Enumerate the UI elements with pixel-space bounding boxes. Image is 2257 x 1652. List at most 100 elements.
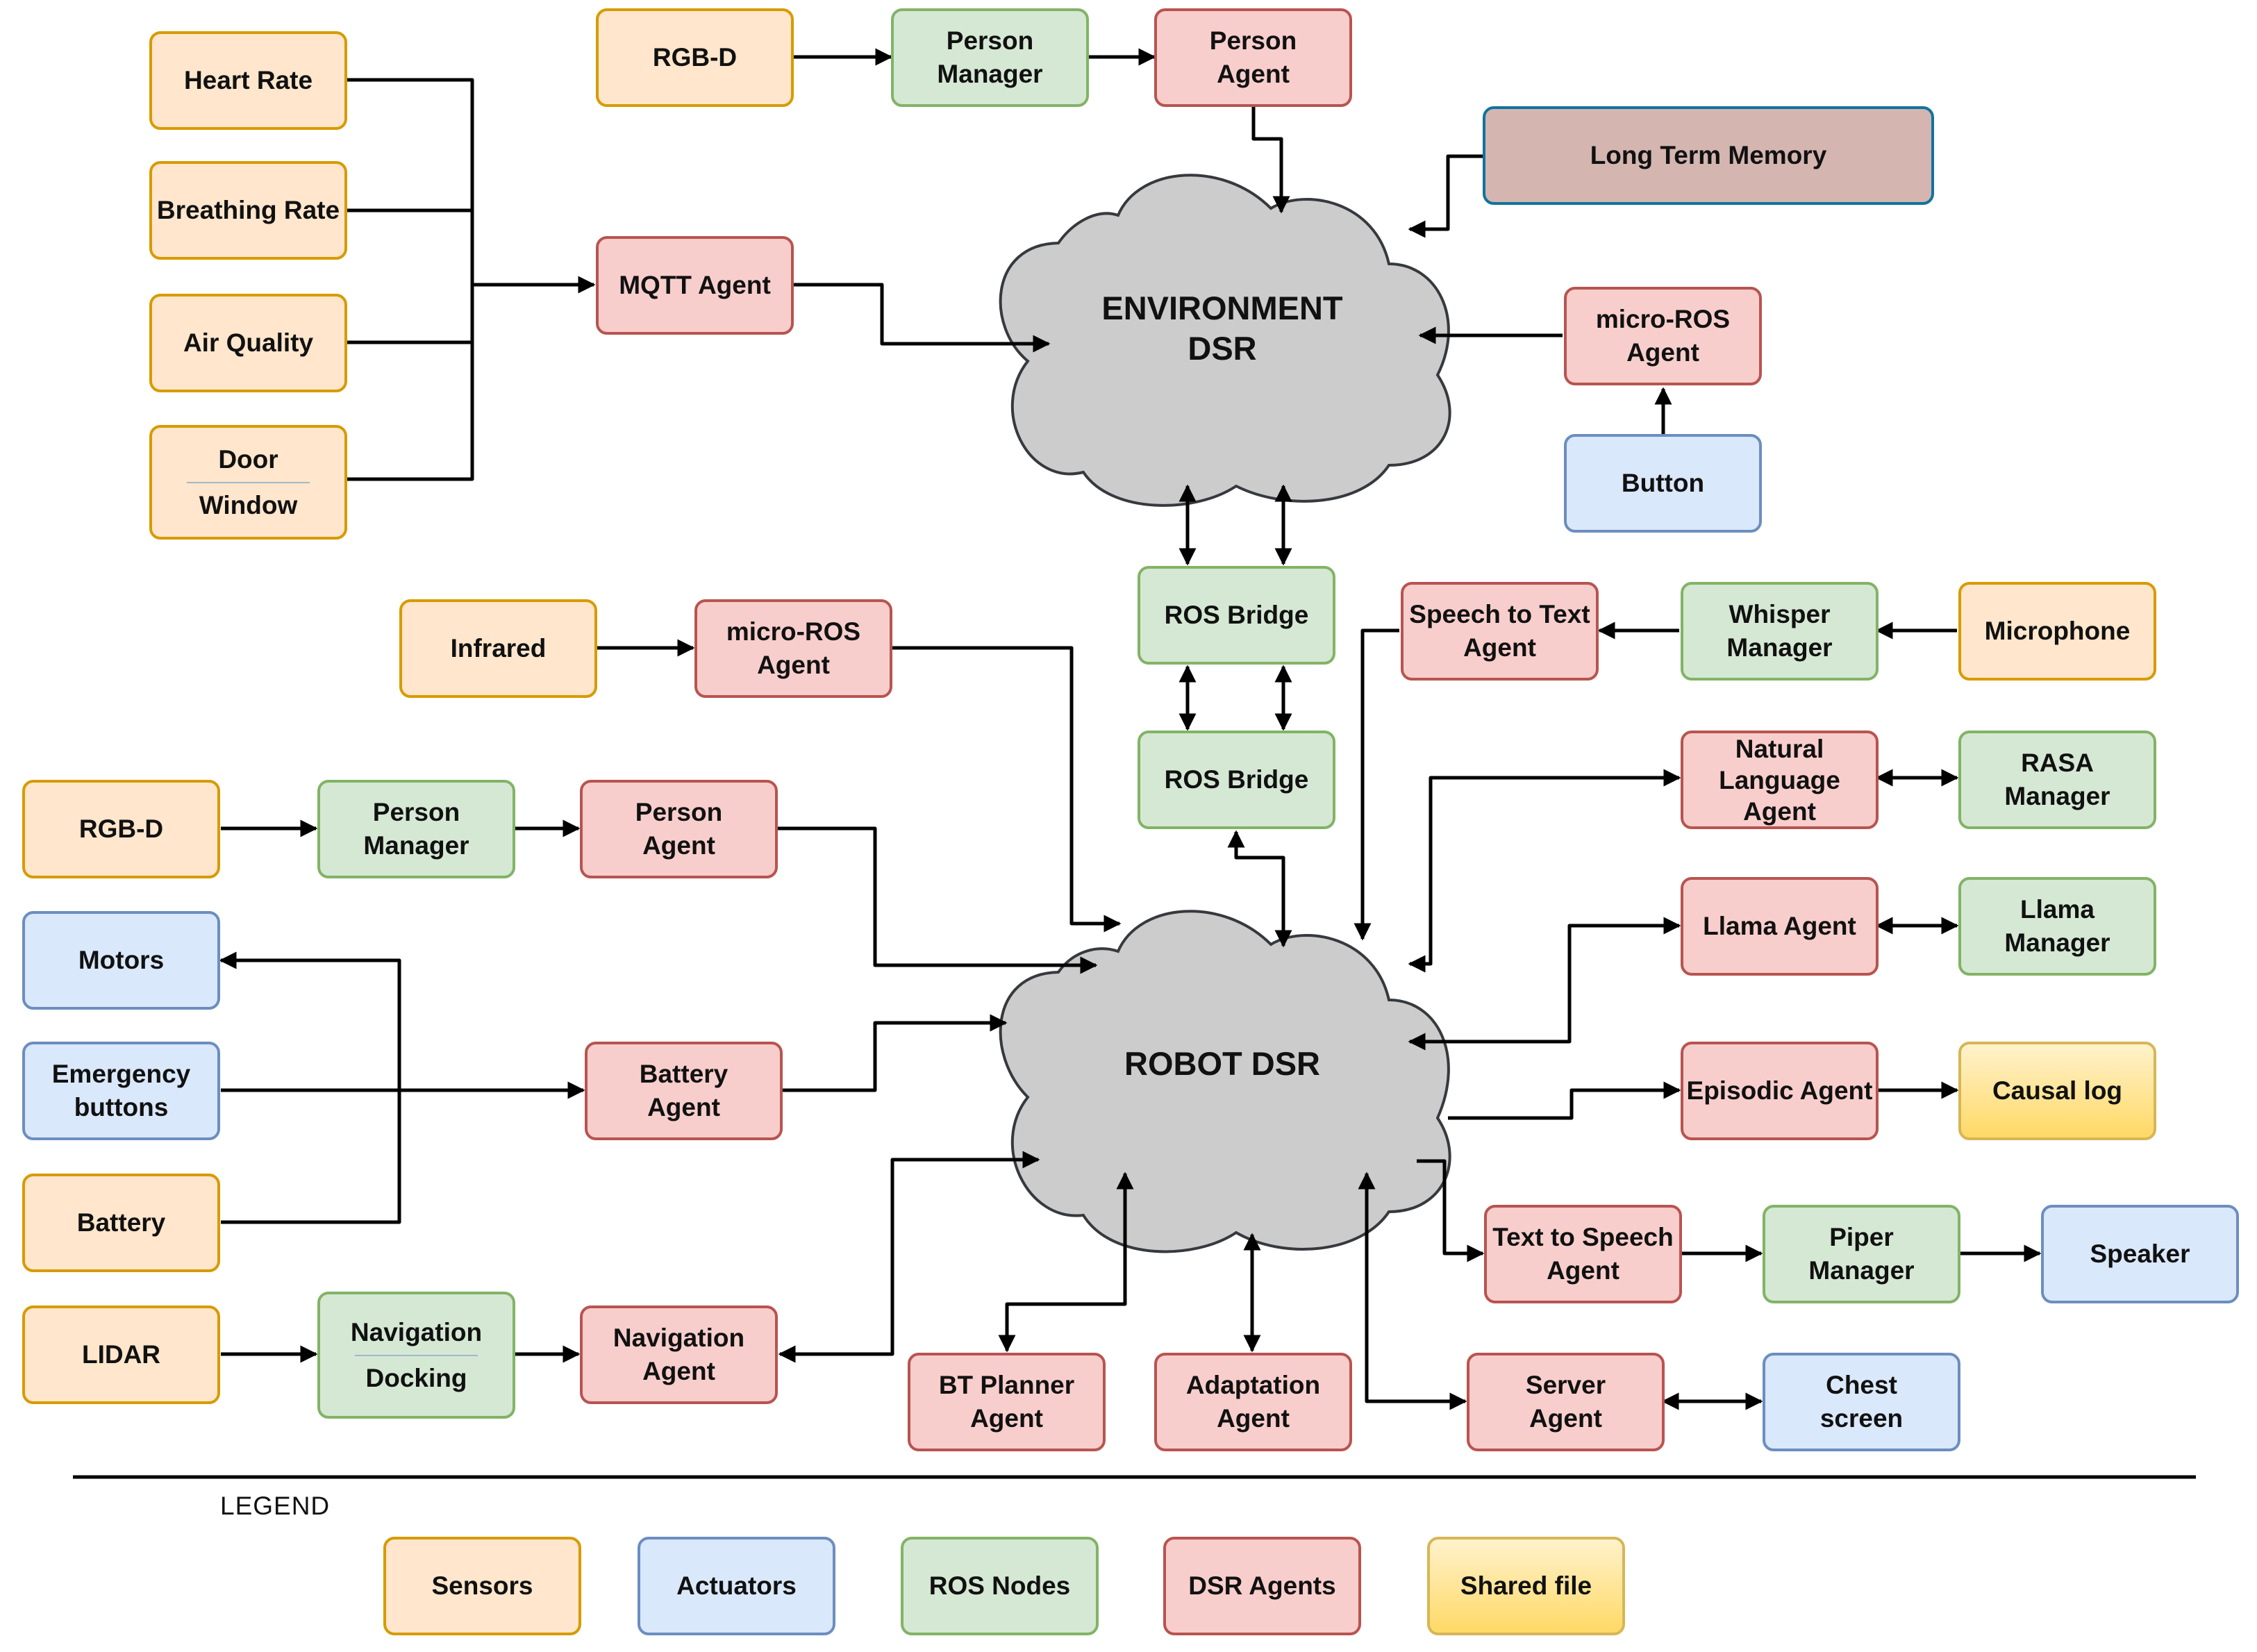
microphone-label: Microphone [1984, 617, 2131, 645]
air-quality-sensor[interactable]: Air Quality [149, 294, 347, 392]
arrow-battery-agent-motors [219, 951, 401, 1090]
arrow-battery-agent-robot [783, 1014, 1008, 1092]
emergency-buttons-actuator[interactable]: Emergency buttons [22, 1042, 220, 1140]
emergency-buttons-line2: buttons [74, 1093, 169, 1121]
robot-person-manager[interactable]: Person Manager [317, 780, 515, 878]
env-person-manager-line2: Manager [937, 60, 1043, 88]
server-agent[interactable]: Server Agent [1467, 1353, 1665, 1451]
docking-label: Docking [365, 1363, 467, 1392]
env-person-agent-line2: Agent [1217, 60, 1290, 88]
piper-manager[interactable]: Piper Manager [1763, 1205, 1960, 1303]
legend-dsr-agents-label: DSR Agents [1188, 1571, 1336, 1600]
door-window-sensor[interactable]: Door Window [149, 425, 347, 540]
navigation-docking-node[interactable]: Navigation Docking [317, 1292, 515, 1419]
arrow-bt-robot [998, 1171, 1134, 1353]
adaptation-agent[interactable]: Adaptation Agent [1154, 1353, 1352, 1451]
arrow-door-mqtt [347, 285, 474, 481]
legend-ros-nodes-label: ROS Nodes [928, 1571, 1071, 1600]
arrows [219, 48, 2042, 1410]
robot-microros-agent[interactable]: micro-ROS Agent [694, 599, 892, 698]
long-term-memory-label: Long Term Memory [1590, 141, 1827, 169]
llama-manager-line1: Llama [2020, 895, 2094, 924]
env-person-agent[interactable]: Person Agent [1154, 8, 1352, 107]
mqtt-agent[interactable]: MQTT Agent [596, 236, 794, 335]
breathing-rate-label: Breathing Rate [156, 196, 340, 224]
nl-agent-line2: Language [1719, 765, 1840, 794]
speech-to-text-agent-line2: Agent [1463, 633, 1536, 662]
text-to-speech-agent[interactable]: Text to Speech Agent [1484, 1205, 1682, 1303]
robot-person-agent-line1: Person [635, 798, 723, 826]
llama-manager-line2: Manager [2004, 928, 2110, 957]
legend-title: LEGEND [220, 1492, 331, 1520]
legend-sensors: Sensors [383, 1537, 581, 1635]
robot-rgbd-label: RGB-D [78, 815, 164, 843]
microphone-sensor[interactable]: Microphone [1958, 582, 2156, 681]
env-rgbd-label: RGB-D [652, 43, 738, 72]
battery-agent-line1: Battery [639, 1060, 728, 1088]
arrow-ltm-env [1408, 154, 1483, 238]
chest-screen-actuator[interactable]: Chest screen [1763, 1353, 1960, 1451]
long-term-memory[interactable]: Long Term Memory [1483, 106, 1934, 205]
robot-microros-agent-line2: Agent [757, 651, 830, 679]
battery-agent[interactable]: Battery Agent [585, 1042, 783, 1140]
piper-manager-line2: Manager [1808, 1256, 1915, 1285]
speaker-actuator[interactable]: Speaker [2041, 1205, 2239, 1303]
piper-manager-line1: Piper [1829, 1223, 1894, 1251]
whisper-manager[interactable]: Whisper Manager [1681, 582, 1879, 681]
causal-log-file[interactable]: Causal log [1958, 1042, 2156, 1140]
legend-actuators-label: Actuators [676, 1571, 797, 1600]
infrared-label: Infrared [450, 634, 547, 662]
chest-screen-line2: screen [1819, 1404, 1904, 1433]
arrow-pa-robot [778, 826, 1098, 974]
door-window-divider [186, 481, 310, 483]
battery-sensor[interactable]: Battery [22, 1174, 220, 1272]
environment-dsr-cloud [999, 174, 1451, 507]
mqtt-agent-label: MQTT Agent [619, 271, 771, 299]
door-label: Door [218, 444, 278, 474]
robot-person-manager-line1: Person [372, 798, 460, 826]
ros-bridge-bottom[interactable]: ROS Bridge [1138, 731, 1335, 829]
causal-log-label: Causal log [1992, 1076, 2123, 1105]
ros-bridge-top[interactable]: ROS Bridge [1138, 566, 1335, 665]
arrow-robot-nl [1408, 769, 1681, 973]
arrow-bridge-robot [1227, 830, 1292, 948]
tts-agent-line1: Text to Speech [1492, 1223, 1674, 1251]
legend-shared-file: Shared file [1427, 1537, 1625, 1635]
environment-dsr-label: ENVIRONMENT DSR [1042, 288, 1403, 369]
heart-rate-sensor[interactable]: Heart Rate [149, 31, 347, 130]
robot-person-manager-line2: Manager [363, 831, 469, 860]
env-rgbd-sensor[interactable]: RGB-D [596, 8, 794, 107]
window-label: Window [199, 490, 298, 519]
ros-bridge-top-label: ROS Bridge [1164, 601, 1309, 629]
env-person-agent-line1: Person [1209, 26, 1297, 55]
legend-actuators: Actuators [638, 1537, 835, 1635]
button-actuator[interactable]: Button [1564, 434, 1762, 533]
breathing-rate-sensor[interactable]: Breathing Rate [149, 161, 347, 260]
air-quality-label: Air Quality [183, 328, 314, 357]
llama-agent[interactable]: Llama Agent [1681, 877, 1879, 976]
arrow-heart-rate-mqtt [347, 78, 596, 294]
robot-rgbd-sensor[interactable]: RGB-D [22, 780, 220, 878]
adaptation-agent-line1: Adaptation [1185, 1371, 1321, 1399]
speech-to-text-agent[interactable]: Speech to Text Agent [1401, 582, 1599, 681]
natural-language-agent[interactable]: Natural Language Agent [1681, 731, 1879, 829]
env-microros-agent-line2: Agent [1626, 338, 1699, 367]
env-person-manager[interactable]: Person Manager [891, 8, 1089, 107]
rasa-manager[interactable]: RASA Manager [1958, 731, 2156, 829]
rasa-manager-line1: RASA [2021, 749, 2094, 777]
robot-person-agent[interactable]: Person Agent [580, 780, 778, 878]
llama-manager[interactable]: Llama Manager [1958, 877, 2156, 976]
navigation-agent[interactable]: Navigation Agent [580, 1305, 778, 1404]
motors-actuator[interactable]: Motors [22, 911, 220, 1010]
episodic-agent[interactable]: Episodic Agent [1681, 1042, 1879, 1140]
env-microros-agent[interactable]: micro-ROS Agent [1564, 287, 1762, 385]
legend-sensors-label: Sensors [431, 1571, 533, 1600]
adaptation-agent-line2: Agent [1217, 1404, 1290, 1433]
lidar-sensor[interactable]: LIDAR [22, 1305, 220, 1404]
infrared-sensor[interactable]: Infrared [399, 599, 597, 698]
arrow-pa-env [1251, 106, 1290, 214]
bt-planner-agent[interactable]: BT Planner Agent [908, 1353, 1106, 1451]
legend-ros-nodes: ROS Nodes [901, 1537, 1099, 1635]
arrow-robot-tts [1417, 1159, 1485, 1262]
